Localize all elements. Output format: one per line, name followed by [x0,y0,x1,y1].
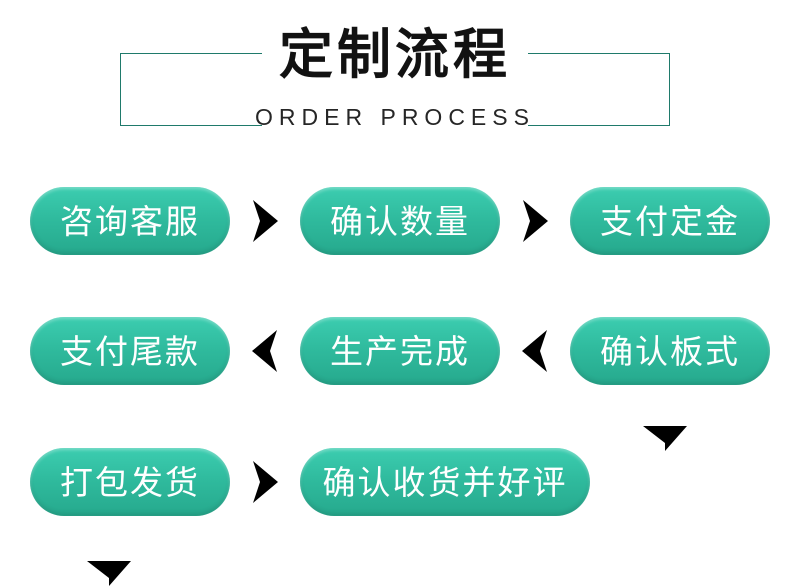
arrow-left-icon [522,330,548,372]
connector-slot [230,448,300,516]
frame-gap-top [262,44,528,66]
flow-step-confirm-layout[interactable]: 确认板式 [570,317,770,385]
flow-step-label: 确认板式 [600,331,740,371]
page-subtitle: ORDER PROCESS [255,104,535,130]
flow-step-production-complete[interactable]: 生产完成 [300,317,500,385]
flow-step-pack-and-ship[interactable]: 打包发货 [30,448,230,516]
flow-step-label: 确认收货并好评 [322,462,568,502]
flow-step-confirm-receipt-and-review[interactable]: 确认收货并好评 [300,448,590,516]
flow-step-label: 打包发货 [60,462,200,502]
flow-row-1: 咨询客服 确认数量 支付定金 [0,184,790,258]
flow-step-label: 确认数量 [330,201,470,241]
frame-gap-bottom [262,112,528,136]
connector-slot [500,317,570,385]
flow-row-3: 打包发货 确认收货并好评 [0,445,790,519]
arrow-right-icon [522,200,548,242]
page-title: 定制流程 [279,23,511,86]
connector-slot [230,317,300,385]
arrow-right-icon [252,461,278,503]
connector-slot [500,187,570,255]
flow-row-2: 支付尾款 生产完成 确认板式 [0,314,790,388]
page-header: 定制流程 ORDER PROCESS [0,0,790,160]
order-process-flow: 咨询客服 确认数量 支付定金 [0,160,790,586]
arrow-down-icon [87,560,131,586]
connector-slot [230,187,300,255]
flow-step-pay-balance[interactable]: 支付尾款 [30,317,230,385]
arrow-right-icon [252,200,278,242]
arrow-down-icon [643,425,687,451]
arrow-left-icon [252,330,278,372]
flow-step-label: 支付定金 [600,201,740,241]
flow-step-confirm-quantity[interactable]: 确认数量 [300,187,500,255]
flow-step-label: 支付尾款 [60,331,200,371]
flow-step-label: 生产完成 [330,331,470,371]
flow-step-consult-service[interactable]: 咨询客服 [30,187,230,255]
flow-step-pay-deposit[interactable]: 支付定金 [570,187,770,255]
flow-step-label: 咨询客服 [60,201,200,241]
